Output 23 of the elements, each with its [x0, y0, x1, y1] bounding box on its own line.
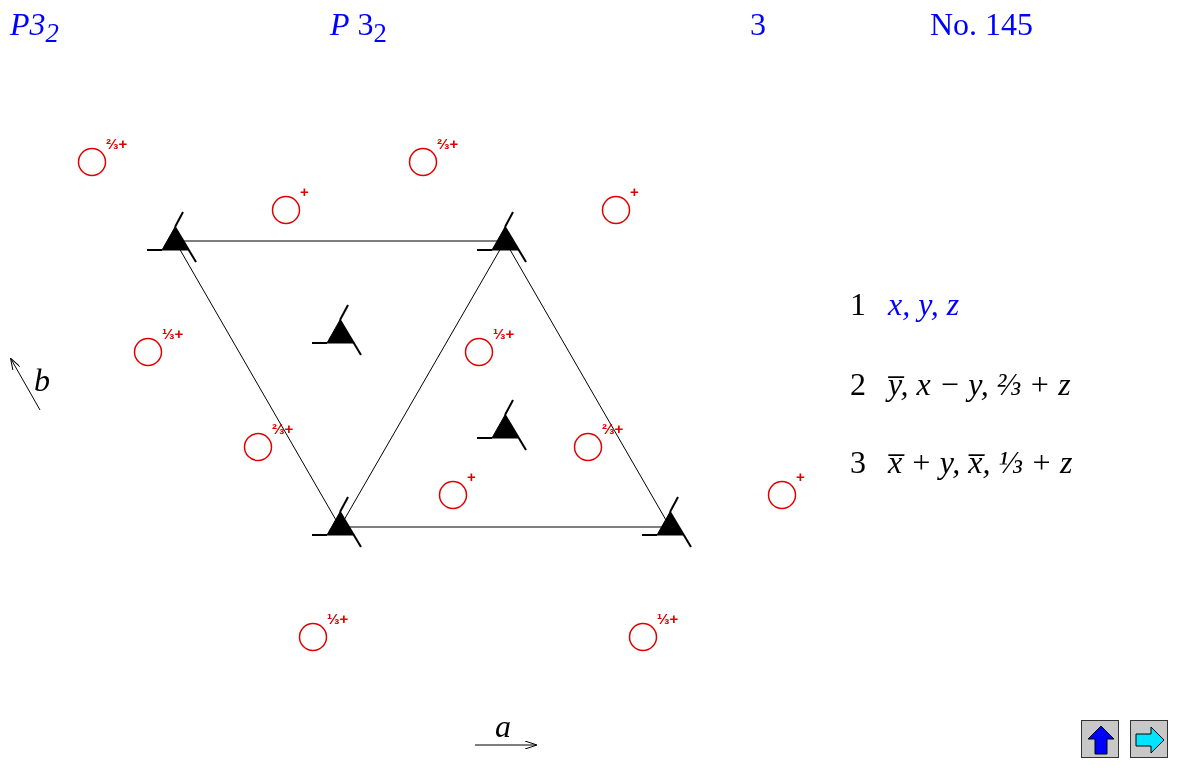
height-label: + [467, 469, 476, 484]
height-label: + [630, 184, 639, 199]
height-label: + [796, 469, 805, 484]
height-label: ⅔+ [272, 421, 294, 436]
position-number: 1 [850, 288, 866, 320]
coordinate-triplet: x, y, z [888, 288, 960, 320]
height-label: ⅓+ [162, 326, 184, 341]
coordinate-triplet: x̅ + y, x̅, ⅓ + z [888, 446, 1073, 478]
height-label: + [300, 184, 309, 199]
space-group-symbol: P 3$_{2}$ [330, 8, 387, 48]
height-label: ⅓+ [493, 326, 515, 341]
axis-label: b [34, 364, 50, 396]
height-label: ⅓+ [327, 611, 349, 626]
height-label: ⅔+ [106, 136, 128, 151]
space-group-symbol: P3$_{2}$ [10, 8, 59, 48]
space-group-number: No. 145 [930, 8, 1034, 40]
height-label: ⅔+ [602, 421, 624, 436]
axis-label: a [495, 710, 511, 742]
point-group-label: 3 [750, 8, 766, 40]
position-number: 2 [850, 368, 866, 400]
height-label: ⅓+ [657, 611, 679, 626]
height-label: ⅔+ [437, 136, 459, 151]
position-number: 3 [850, 446, 866, 478]
